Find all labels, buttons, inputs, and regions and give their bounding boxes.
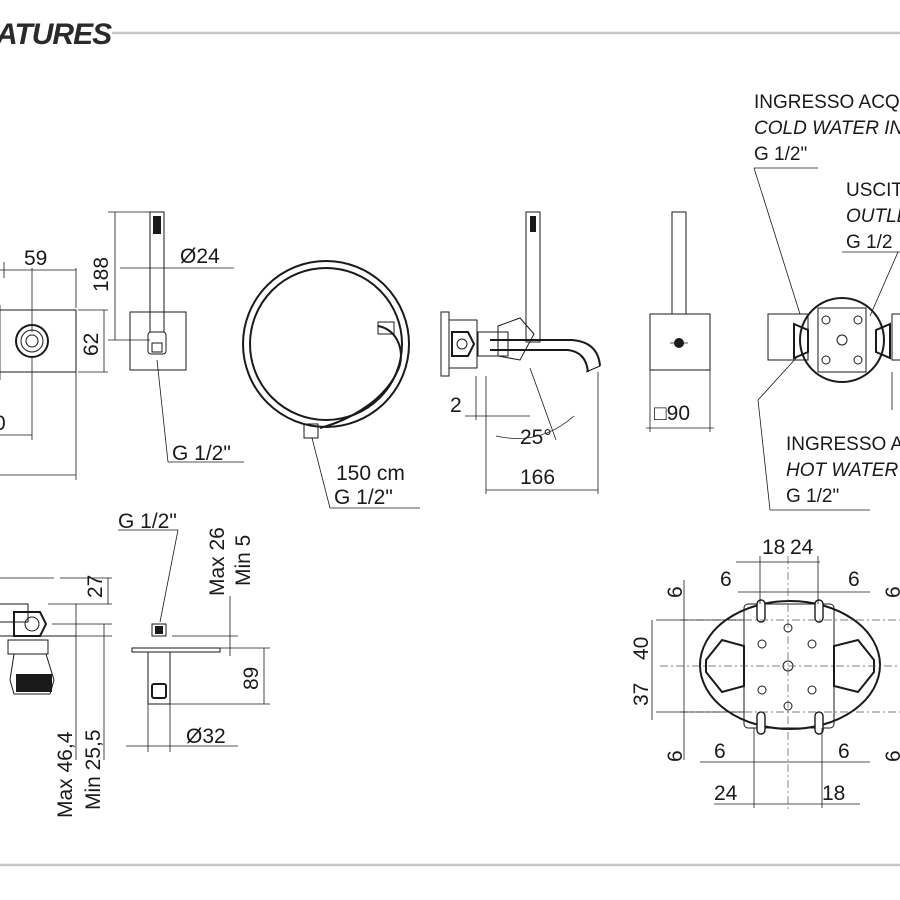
mixer-plate-view: 18 24 6 6 6 40 37 6 6 6 24 18 6 6	[630, 536, 900, 810]
dim-g12-hose: G 1/2"	[334, 486, 393, 509]
dim-18-bot: 18	[822, 782, 845, 805]
dim-37: 37	[630, 683, 653, 706]
dim-0: 0	[0, 412, 6, 435]
dim-27: 27	[84, 575, 107, 598]
hose-view: 150 cm G 1/2"	[242, 260, 420, 509]
dim-g12-top: G 1/2"	[118, 510, 177, 533]
header-title: ATURES	[0, 18, 112, 51]
dim-max464: Max 46,4	[54, 731, 77, 818]
dim-6-lb: 6	[664, 750, 687, 762]
dim-dia24: Ø24	[180, 245, 220, 268]
label-outlet-line2: OUTLET	[846, 206, 900, 227]
hand-shower-side-view: 188 Ø24 G 1/2"	[90, 211, 244, 465]
dim-89: 89	[240, 667, 263, 690]
dim-24-bot: 24	[714, 782, 738, 805]
mixer-body-view: INGRESSO ACQ COLD WATER IN G 1/2" USCITA…	[753, 92, 900, 511]
dim-6-br: 6	[838, 740, 850, 763]
label-hot-line1: INGRESSO A	[786, 434, 900, 455]
dim-6-tl: 6	[720, 568, 732, 591]
diverter-front-view: 59 62 0	[0, 247, 108, 480]
wall-outlet-section-view: G 1/2" Max 26 Min 5 89 Ø32	[118, 510, 270, 752]
dim-min255: Min 25,5	[82, 729, 105, 810]
label-cold-line1: INGRESSO ACQ	[754, 92, 900, 113]
spout-side-view: 2 25° 166	[440, 211, 601, 494]
label-hot-line3: G 1/2"	[786, 486, 839, 507]
dim-6-rb: 6	[882, 750, 900, 762]
dim-166: 166	[520, 466, 555, 489]
dim-40: 40	[630, 637, 653, 660]
dim-dia32: Ø32	[186, 725, 226, 748]
dim-min5: Min 5	[232, 535, 255, 586]
label-cold-line2: COLD WATER IN	[754, 118, 900, 139]
dim-max26: Max 26	[206, 527, 229, 596]
label-hot-line2: HOT WATER	[786, 460, 899, 481]
dim-62: 62	[80, 333, 103, 356]
dim-188: 188	[90, 257, 113, 292]
dim-6-lt: 6	[664, 586, 687, 598]
dim-59: 59	[24, 247, 47, 270]
dim-18-top: 18	[762, 536, 785, 559]
dim-25deg: 25°	[520, 426, 552, 449]
dim-6-tr: 6	[848, 568, 860, 591]
dim-hose-length: 150 cm	[336, 462, 405, 485]
dim-sq90: □90	[654, 402, 690, 425]
label-outlet-line3: G 1/2	[846, 232, 892, 253]
label-outlet-line1: USCITA	[846, 180, 900, 201]
dim-6-bl: 6	[714, 740, 726, 763]
dim-2: 2	[450, 394, 462, 417]
label-cold-line3: G 1/2"	[754, 144, 807, 165]
spout-front-view: □90	[646, 211, 714, 432]
dim-g12-handshower: G 1/2"	[172, 442, 231, 465]
diverter-section-view: 27 Max 46,4 Min 25,5	[0, 575, 112, 818]
dim-6-rt: 6	[882, 586, 900, 598]
dim-24-top: 24	[790, 536, 814, 559]
